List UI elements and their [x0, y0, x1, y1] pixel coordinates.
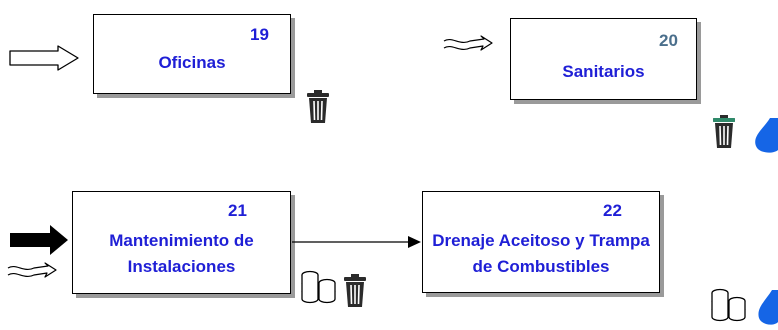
- node-20-number: 20: [659, 31, 678, 50]
- drums-icon: [711, 288, 746, 322]
- node-22-title-line1: Drenaje Aceitoso y Trampa: [432, 231, 650, 250]
- node-19-title: Oficinas: [158, 53, 226, 72]
- solid-arrow-icon: [10, 225, 68, 255]
- node-20-box: 20 Sanitarios: [510, 18, 697, 100]
- outline-arrow-icon: [9, 45, 79, 71]
- water-droplet-icon: [758, 290, 778, 325]
- node-21-title-line2: Instalaciones: [127, 257, 236, 276]
- node-19-box: 19 Oficinas: [93, 14, 291, 94]
- node-19-number: 19: [250, 25, 269, 44]
- wavy-arrow-icon: [443, 35, 493, 51]
- edge-21-to-22: [292, 236, 421, 248]
- trash-icon: [343, 273, 367, 308]
- node-21-title-line1: Mantenimiento de: [109, 231, 254, 250]
- drums-icon: [301, 270, 336, 304]
- node-22-box: 22 Drenaje Aceitoso y Trampa de Combusti…: [422, 191, 660, 293]
- trash-icon: [712, 114, 736, 149]
- node-20-title: Sanitarios: [562, 62, 645, 81]
- node-22-number: 22: [603, 201, 622, 220]
- wavy-arrow-icon: [7, 262, 57, 278]
- node-22-title-line2: de Combustibles: [472, 257, 610, 276]
- node-21-number: 21: [228, 201, 247, 220]
- trash-icon: [306, 89, 330, 124]
- water-droplet-icon: [755, 118, 778, 153]
- node-21-box: 21 Mantenimiento de Instalaciones: [72, 191, 291, 294]
